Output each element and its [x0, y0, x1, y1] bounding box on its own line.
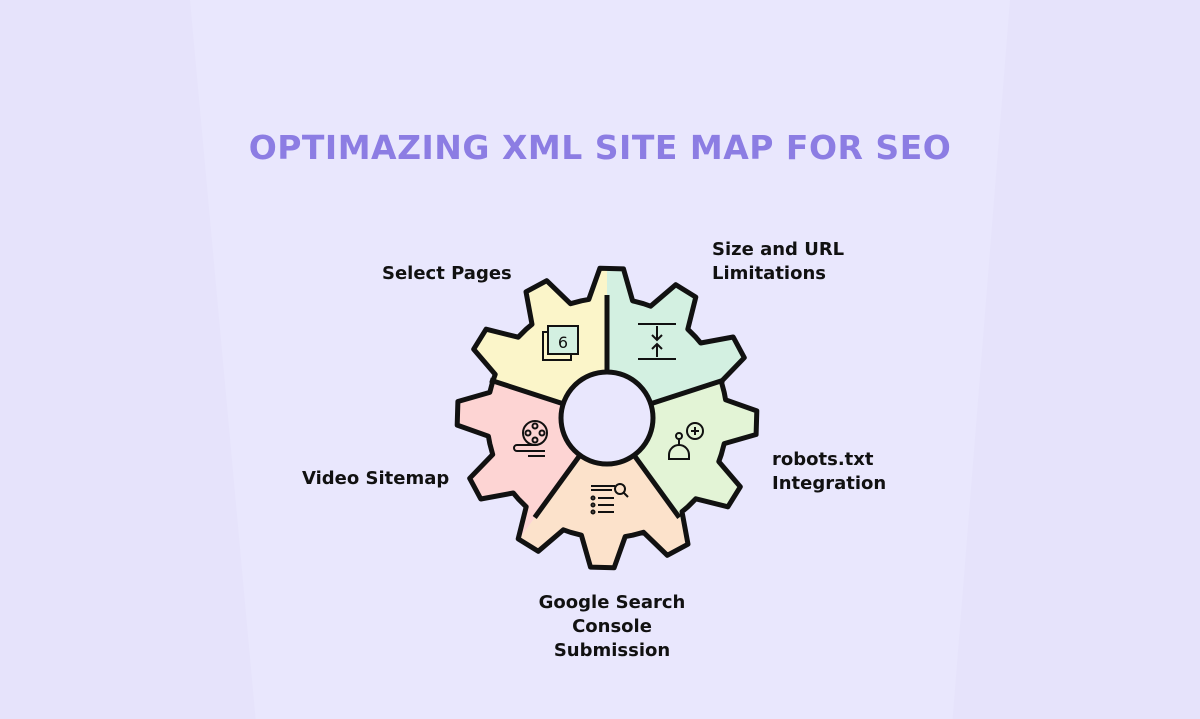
size-limit-icon — [638, 323, 676, 360]
label-line: Google Search — [538, 592, 686, 613]
page-title: OPTIMAZING XML SITE MAP FOR SEO — [248, 128, 952, 167]
label-line: Submission — [553, 640, 671, 661]
label-select-pages: Select Pages — [382, 263, 512, 284]
segment-size-url-limitations — [607, 356, 757, 568]
label-line: Limitations — [712, 263, 826, 284]
label-line: Console — [572, 616, 652, 637]
label-line: robots.txt — [772, 449, 874, 470]
pages-icon: 6 — [542, 325, 579, 361]
segment-google-search-console — [457, 356, 607, 568]
label-robots-integration: robots.txt Integration — [772, 448, 886, 496]
search-list-icon — [590, 483, 629, 515]
segment-robots-integration — [489, 418, 725, 568]
label-video-sitemap: Video Sitemap — [302, 468, 450, 489]
gear-hub — [558, 369, 656, 467]
gear-outline — [454, 265, 760, 571]
label-line: Integration — [772, 473, 887, 494]
svg-text:6: 6 — [558, 333, 568, 352]
label-google-search-console: Google Search Console Submission — [512, 591, 712, 663]
label-line: Size and URL — [712, 239, 845, 260]
label-size-url-limitations: Size and URL Limitations — [712, 238, 844, 286]
film-reel-icon — [513, 420, 548, 457]
robot-icon — [668, 422, 704, 460]
